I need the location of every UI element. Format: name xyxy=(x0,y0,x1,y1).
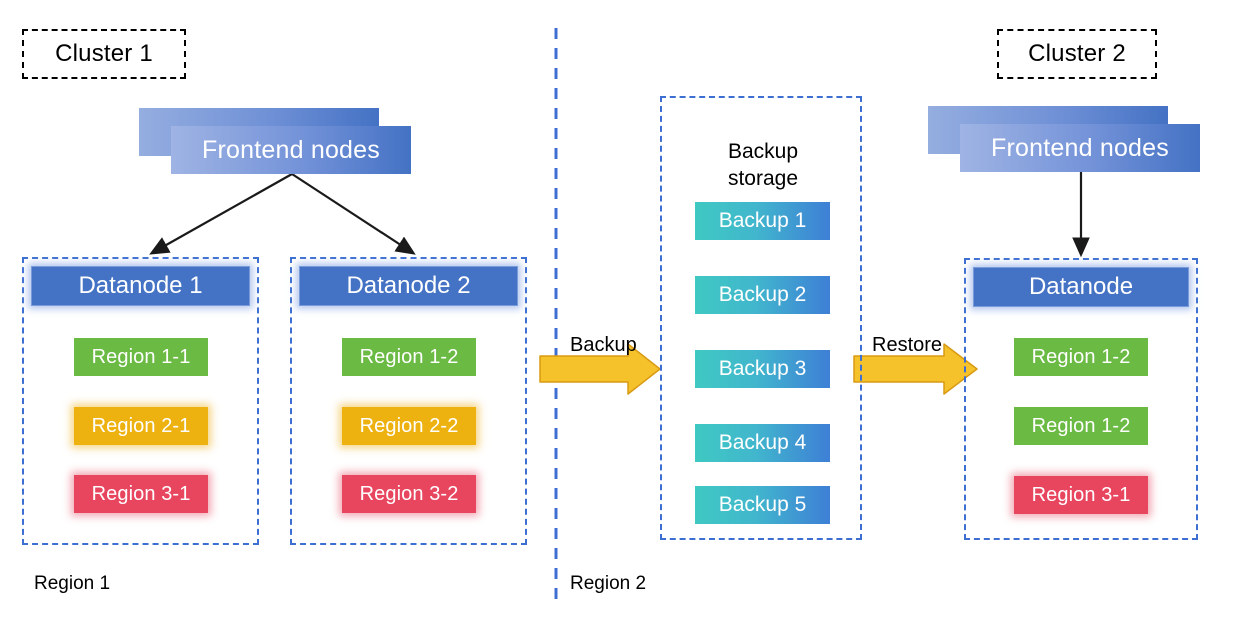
frontend-nodes-right-front-card: Frontend nodes xyxy=(960,124,1200,172)
backup-arrow-label-text: Backup xyxy=(570,334,637,356)
datanode-right-header[interactable]: Datanode xyxy=(973,267,1189,307)
frontend-nodes-left-label: Frontend nodes xyxy=(202,135,380,164)
datanode-right-container[interactable]: Datanode Region 1-2 Region 1-2 Region 3-… xyxy=(964,258,1198,540)
datanode-right-title: Datanode xyxy=(1028,273,1134,300)
datanode-right-region-1-label: Region 1-2 xyxy=(1031,414,1131,437)
cluster-2-title-chip: Cluster 2 xyxy=(997,29,1157,79)
backup-item-1-label: Backup 2 xyxy=(718,283,807,306)
backup-storage-title: Backup storage xyxy=(662,112,864,193)
backup-item-0-label: Backup 1 xyxy=(718,209,807,232)
datanode-1-region-0[interactable]: Region 1-1 xyxy=(74,338,208,376)
datanode-1-title: Datanode 1 xyxy=(78,272,203,299)
datanode-1-region-1-label: Region 2-1 xyxy=(91,414,191,437)
backup-item-0[interactable]: Backup 1 xyxy=(695,202,830,240)
cluster-1-label: Cluster 1 xyxy=(55,40,153,67)
datanode-1-region-0-label: Region 1-1 xyxy=(91,345,191,368)
datanode-right-region-2-label: Region 3-1 xyxy=(1031,483,1131,506)
datanode-2-title: Datanode 2 xyxy=(346,272,471,299)
datanode-right-region-2[interactable]: Region 3-1 xyxy=(1014,476,1148,514)
datanode-2-container[interactable]: Datanode 2 Region 1-2 Region 2-2 Region … xyxy=(290,257,527,545)
datanode-2-region-2[interactable]: Region 3-2 xyxy=(342,475,476,513)
datanode-2-region-1[interactable]: Region 2-2 xyxy=(342,407,476,445)
datanode-right-region-0[interactable]: Region 1-2 xyxy=(1014,338,1148,376)
frontend-nodes-left[interactable]: Frontend nodes xyxy=(139,108,411,174)
datanode-2-header[interactable]: Datanode 2 xyxy=(299,266,518,306)
backup-item-4-label: Backup 5 xyxy=(718,493,807,516)
frontend-nodes-right[interactable]: Frontend nodes xyxy=(928,106,1200,172)
datanode-2-region-0-label: Region 1-2 xyxy=(359,345,459,368)
backup-item-2-label: Backup 3 xyxy=(718,357,807,380)
backup-item-4[interactable]: Backup 5 xyxy=(695,486,830,524)
datanode-1-header[interactable]: Datanode 1 xyxy=(31,266,250,306)
cluster-2-label: Cluster 2 xyxy=(1028,40,1126,67)
cluster-1-title-chip: Cluster 1 xyxy=(22,29,186,79)
connector-frontend1-to-datanode1 xyxy=(149,173,293,255)
backup-arrow-label: Backup xyxy=(570,334,637,357)
connector-frontend1-to-datanode2 xyxy=(291,173,416,255)
datanode-1-region-1[interactable]: Region 2-1 xyxy=(74,407,208,445)
backup-item-2[interactable]: Backup 3 xyxy=(695,350,830,388)
backup-storage-title-text: Backup storage xyxy=(727,139,799,190)
restore-arrow-label-text: Restore xyxy=(872,334,943,356)
restore-arrow-label: Restore xyxy=(872,334,942,357)
backup-item-1[interactable]: Backup 2 xyxy=(695,276,830,314)
datanode-2-region-0[interactable]: Region 1-2 xyxy=(342,338,476,376)
datanode-2-region-1-label: Region 2-2 xyxy=(359,414,459,437)
frontend-nodes-right-label: Frontend nodes xyxy=(991,133,1169,162)
region-label-right-text: Region 2 xyxy=(570,573,647,594)
backup-item-3[interactable]: Backup 4 xyxy=(695,424,830,462)
datanode-2-region-2-label: Region 3-2 xyxy=(359,482,459,505)
region-label-left: Region 1 xyxy=(34,573,110,595)
backup-storage-container[interactable]: Backup storage Backup 1 Backup 2 Backup … xyxy=(660,96,862,540)
datanode-1-region-2[interactable]: Region 3-1 xyxy=(74,475,208,513)
region-label-left-text: Region 1 xyxy=(34,573,111,594)
datanode-1-container[interactable]: Datanode 1 Region 1-1 Region 2-1 Region … xyxy=(22,257,259,545)
datanode-right-region-1[interactable]: Region 1-2 xyxy=(1014,407,1148,445)
frontend-nodes-left-front-card: Frontend nodes xyxy=(171,126,411,174)
region-label-right: Region 2 xyxy=(570,573,646,595)
datanode-right-region-0-label: Region 1-2 xyxy=(1031,345,1131,368)
datanode-1-region-2-label: Region 3-1 xyxy=(91,482,191,505)
backup-item-3-label: Backup 4 xyxy=(718,431,807,454)
